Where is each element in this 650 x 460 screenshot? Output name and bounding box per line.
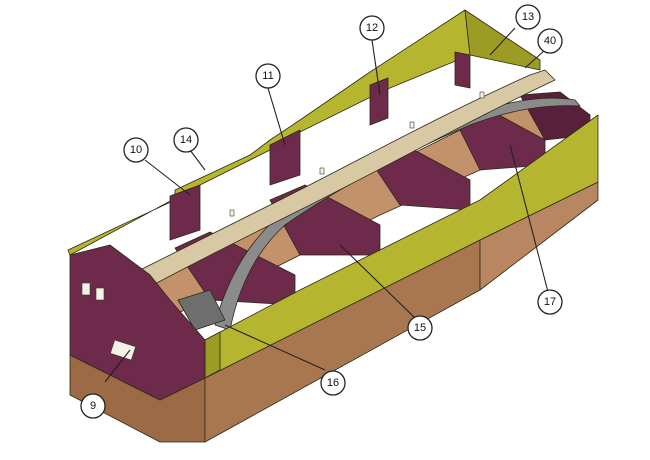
callout-40: 40 <box>537 28 563 54</box>
callout-11-label: 11 <box>262 70 273 82</box>
callout-17-label: 17 <box>544 296 556 308</box>
callout-14: 14 <box>173 127 199 153</box>
callout-13-label: 13 <box>522 11 534 23</box>
near-side-wall <box>204 114 599 379</box>
callout-14-label: 14 <box>180 134 192 146</box>
callout-10: 10 <box>123 137 149 163</box>
callout-12: 12 <box>359 15 385 41</box>
callout-16: 16 <box>320 370 346 396</box>
callout-9: 9 <box>80 393 106 419</box>
callout-11: 11 <box>255 63 281 89</box>
callout-15-label: 15 <box>414 322 426 334</box>
front-end-panel <box>69 244 206 401</box>
callout-17: 17 <box>537 289 563 315</box>
longitudinal-beam <box>119 69 556 293</box>
callout-40-label: 40 <box>544 35 556 47</box>
leader-lines <box>104 27 549 383</box>
far-side-wall <box>67 9 541 256</box>
callout-12-label: 12 <box>366 22 378 34</box>
callout-13: 13 <box>515 4 541 30</box>
callout-9-label: 9 <box>90 400 96 412</box>
callout-15: 15 <box>407 315 433 341</box>
callout-16-label: 16 <box>327 377 339 389</box>
callouts: 9 10 11 12 13 14 15 16 <box>80 4 563 419</box>
callout-10-label: 10 <box>130 144 142 156</box>
far-bulkheads <box>169 51 471 241</box>
